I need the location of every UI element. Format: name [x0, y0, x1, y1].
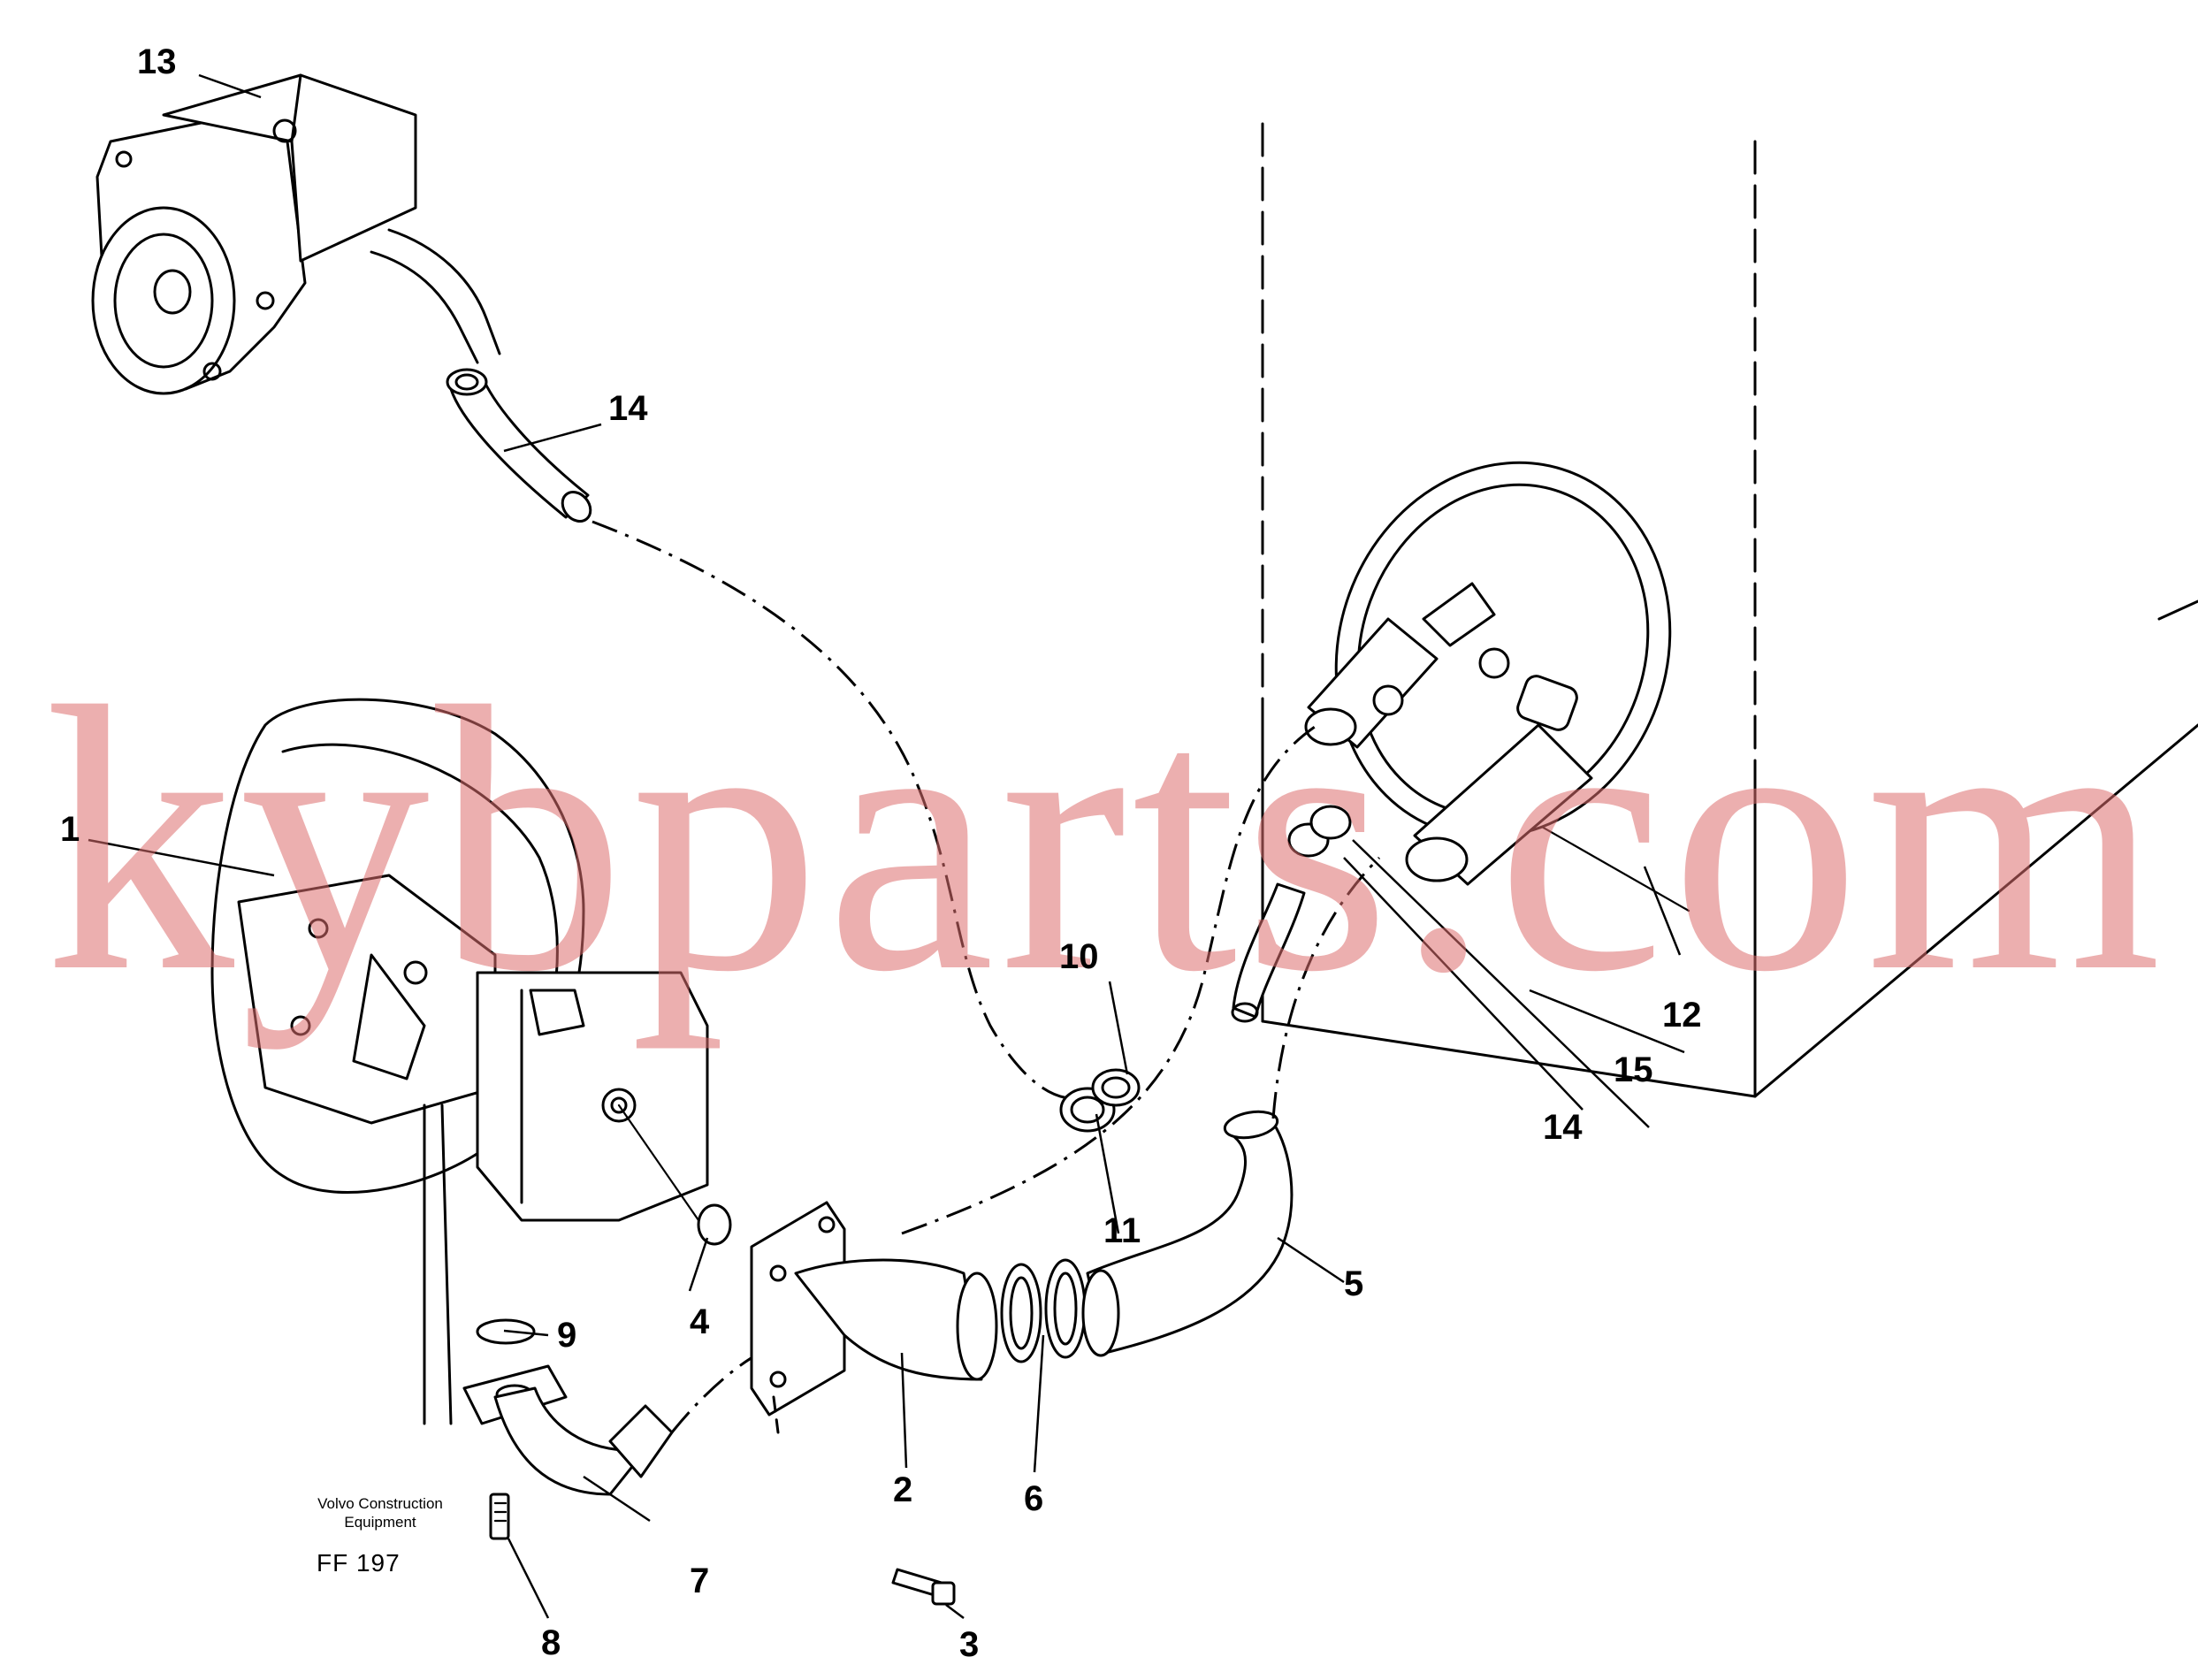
o-ring-4 — [697, 1203, 732, 1246]
pipe-2 — [750, 1201, 998, 1417]
callout-9: 9 — [557, 1316, 577, 1355]
callout-5: 5 — [1344, 1264, 1364, 1303]
caption-line-2: Equipment — [344, 1514, 416, 1531]
callout-13: 13 — [137, 42, 177, 81]
callout-6: 6 — [1024, 1479, 1044, 1518]
bolt-8 — [489, 1493, 510, 1540]
flow-path-upper — [591, 520, 1088, 1100]
o-ring-4-centerline — [617, 1103, 700, 1222]
callout-2: 2 — [893, 1470, 913, 1509]
flow-path-lower — [670, 1351, 761, 1433]
bolt-3 — [772, 1395, 956, 1606]
callout-11: 11 — [1103, 1211, 1141, 1250]
caption-line-1: Volvo Construction — [317, 1495, 443, 1512]
flow-path-return — [901, 723, 1318, 1235]
caption-manufacturer: Volvo Construction Equipment — [301, 1494, 460, 1531]
hose-14-lower — [1231, 805, 1352, 1023]
leader-lines — [88, 73, 1685, 1619]
tank-return-flange — [1304, 461, 1672, 886]
o-ring-9 — [476, 1318, 536, 1345]
main-pump-1 — [210, 698, 709, 1425]
callout-4: 4 — [690, 1302, 710, 1341]
flow-path-tank — [1271, 856, 1381, 1119]
gear-pump-13 — [91, 73, 417, 395]
callout-15: 15 — [1614, 1050, 1653, 1089]
hose-clamps-10-11 — [1059, 1068, 1141, 1133]
callout-14-upper: 14 — [608, 389, 648, 428]
callout-3: 3 — [959, 1625, 980, 1664]
callout-7: 7 — [690, 1562, 710, 1600]
suction-flange-7 — [462, 1364, 674, 1496]
callout-1: 1 — [60, 810, 80, 849]
hose-5 — [1081, 1110, 1294, 1357]
suction-hose-14-upper — [370, 228, 592, 523]
callout-10: 10 — [1059, 937, 1099, 976]
hose-clamp-15b — [1309, 805, 1352, 840]
callout-12: 12 — [1662, 996, 1702, 1035]
figure-code: FF 197 — [317, 1549, 401, 1577]
callout-14-lower: 14 — [1543, 1108, 1583, 1147]
hose-clamps-6 — [1000, 1258, 1087, 1363]
callout-8: 8 — [541, 1623, 561, 1662]
